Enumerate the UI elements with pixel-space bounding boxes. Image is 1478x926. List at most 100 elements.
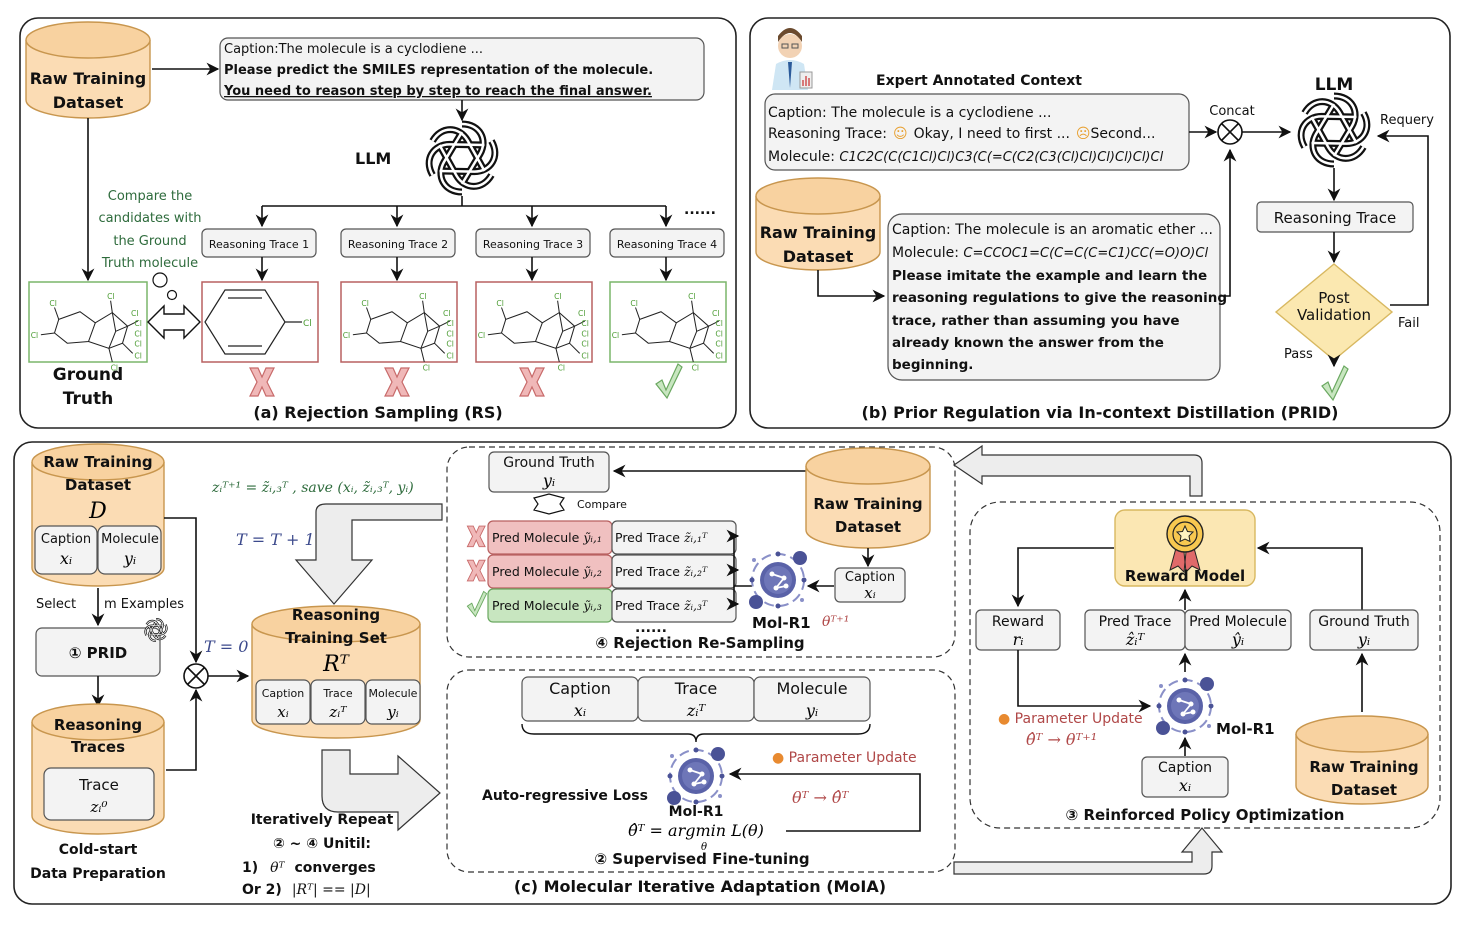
prompt-caption: Caption:The molecule is a cyclodiene ... xyxy=(224,42,483,57)
query-box: Caption: The molecule is an aromatic eth… xyxy=(887,213,1227,381)
raw-dataset-d: Raw Training Dataset D Caption xᵢ Molecu… xyxy=(31,443,165,587)
llm-label-a: LLM xyxy=(355,149,391,168)
mol-r1-label: Mol-R1 xyxy=(1216,720,1275,738)
svg-text:yᵢ: yᵢ xyxy=(123,549,136,568)
svg-text:Trace: Trace xyxy=(674,679,717,698)
arrow-query-to-concat xyxy=(1220,148,1237,297)
rrs-ellipsis: ...... xyxy=(635,620,667,636)
update-formula-rpo: θ̂ᵀ → θᵀ⁺¹ xyxy=(1026,730,1097,749)
svg-text:Pred Trace z̃ᵢ,₃ᵀ: Pred Trace z̃ᵢ,₃ᵀ xyxy=(615,598,708,613)
concat-label: Concat xyxy=(1209,104,1254,119)
svg-text:Caption: Caption xyxy=(1158,760,1212,776)
svg-text:Caption: Caption xyxy=(262,687,305,700)
candidate-molecule-2 xyxy=(340,281,458,373)
svg-text:Pred Trace z̃ᵢ,₁ᵀ: Pred Trace z̃ᵢ,₁ᵀ xyxy=(615,530,708,545)
svg-text:① PRID: ① PRID xyxy=(69,644,128,662)
mol-r1-label: Mol-R1 xyxy=(669,804,724,820)
svg-text:Pred Trace: Pred Trace xyxy=(1099,614,1172,630)
big-arrow-down xyxy=(294,503,443,605)
svg-text:candidates with: candidates with xyxy=(98,211,201,226)
concat-operator-icon xyxy=(183,663,209,689)
svg-text:Caption: Caption xyxy=(845,570,895,585)
svg-text:Post: Post xyxy=(1318,289,1350,307)
svg-text:yᵢ: yᵢ xyxy=(805,701,818,720)
t-zero-label: T = 0 xyxy=(204,637,248,656)
trace-box-2: Reasoning Trace 2 xyxy=(340,228,456,258)
t-increment-label: T = T + 1 xyxy=(236,530,315,549)
svg-text:Raw Training: Raw Training xyxy=(43,453,152,471)
svg-text:Reasoning Trace 4: Reasoning Trace 4 xyxy=(617,238,717,251)
svg-text:Caption: The molecule is a cyc: Caption: The molecule is a cyclodiene ..… xyxy=(768,105,1051,121)
prompt-box: Caption:The molecule is a cyclodiene ...… xyxy=(219,37,705,101)
svg-text:Reward Model: Reward Model xyxy=(1125,567,1245,585)
big-arrow-right xyxy=(321,749,441,832)
svg-text:Iteratively Repeat: Iteratively Repeat xyxy=(251,812,394,828)
dataset-label-line2: Dataset xyxy=(53,93,124,112)
prompt-instruction: Please predict the SMILES representation… xyxy=(224,63,653,78)
svg-text:Please imitate the example and: Please imitate the example and learn the xyxy=(892,268,1207,284)
svg-text:Pred Molecule ỹᵢ,₃: Pred Molecule ỹᵢ,₃ xyxy=(492,598,602,613)
svg-text:reasoning regulations to give: reasoning regulations to give the reason… xyxy=(892,290,1227,306)
svg-text:zᵢᵀ: zᵢᵀ xyxy=(328,703,347,721)
svg-text:Dataset: Dataset xyxy=(835,518,901,536)
svg-text:the Ground: the Ground xyxy=(113,234,186,249)
svg-text:Raw Training: Raw Training xyxy=(760,223,877,242)
select-label: Select xyxy=(36,597,76,612)
reasoning-training-set: Reasoning Training Set Rᵀ Caption xᵢ Tra… xyxy=(251,605,421,739)
reward-box: Reward rᵢ xyxy=(975,609,1061,651)
svg-text:Pred Molecule ỹᵢ,₂: Pred Molecule ỹᵢ,₂ xyxy=(492,564,602,579)
cold-start-line1: Cold-start xyxy=(59,842,138,858)
param-update-label: ● Parameter Update xyxy=(772,750,917,766)
trace-box-1: Reasoning Trace 1 xyxy=(201,228,317,258)
svg-text:Dataset: Dataset xyxy=(1331,781,1397,799)
expert-heading: Expert Annotated Context xyxy=(876,73,1082,89)
svg-text:D: D xyxy=(88,499,107,524)
svg-text:Rᵀ: Rᵀ xyxy=(322,652,351,677)
rpo-title: ③ Reinforced Policy Optimization xyxy=(1066,806,1345,824)
svg-text:beginning.: beginning. xyxy=(892,357,973,373)
panel-c-title: (c) Molecular Iterative Adaptation (MoIA… xyxy=(514,877,886,896)
pred-molecule-box: Pred Molecule ŷᵢ xyxy=(1184,609,1292,651)
svg-text:zᵢᵀ: zᵢᵀ xyxy=(686,701,707,720)
svg-text:Reasoning: Reasoning xyxy=(292,606,380,624)
svg-text:Truth molecule: Truth molecule xyxy=(101,256,198,271)
arrow-gt-to-rm xyxy=(1256,541,1363,610)
compare-note: Compare the candidates with the Ground T… xyxy=(98,189,201,271)
svg-text:already known the answer from: already known the answer from the xyxy=(892,335,1164,351)
post-validation-diamond: Post Validation xyxy=(1274,263,1394,361)
llm-label-b: LLM xyxy=(1315,75,1354,95)
svg-text:Caption: Caption xyxy=(41,532,91,547)
svg-text:zᵢ⁰: zᵢ⁰ xyxy=(90,798,108,816)
svg-text:Molecule: C=CCOC1=C(C=C(C=C1)C: Molecule: C=CCOC1=C(C=C(C=C1)CC(=O)O)Cl xyxy=(892,245,1208,261)
rrs-row-3: Pred Molecule ỹᵢ,₃ Pred Trace z̃ᵢ,₃ᵀ xyxy=(466,588,737,623)
svg-text:Reasoning Trace: Reasoning Trace xyxy=(1274,209,1396,227)
expert-avatar-icon xyxy=(772,28,813,90)
compare-arrow-icon xyxy=(533,493,565,515)
prid-step-button: ① PRID xyxy=(35,627,161,677)
svg-text:xᵢ: xᵢ xyxy=(864,584,875,602)
pass-label: Pass xyxy=(1284,347,1313,362)
candidate-molecule-4 xyxy=(609,281,727,373)
svg-text:yᵢ: yᵢ xyxy=(542,471,555,490)
sft-title: ② Supervised Fine-tuning xyxy=(594,850,809,868)
loss-label: Auto-regressive Loss xyxy=(482,788,648,804)
svg-text:xᵢ: xᵢ xyxy=(60,549,72,568)
argmin-subscript: θ xyxy=(701,842,707,853)
dataset-label-line1: Raw Training xyxy=(30,69,147,88)
svg-text:xᵢ: xᵢ xyxy=(277,703,288,721)
big-arrow-up xyxy=(953,827,1224,875)
raw-dataset-cylinder-b: Raw Training Dataset xyxy=(755,177,881,271)
sft-region xyxy=(446,669,956,873)
trace-box-3: Reasoning Trace 3 xyxy=(475,228,591,258)
svg-text:Traces: Traces xyxy=(71,738,125,756)
arrow-d-to-concat xyxy=(164,517,203,664)
gt-box-rrs: Ground Truth yᵢ xyxy=(488,451,610,493)
arrow-dataset-to-query xyxy=(817,270,886,303)
gt-label-line2: Truth xyxy=(63,389,113,409)
svg-text:Molecule: Molecule xyxy=(101,532,159,547)
mol-r1-label: Mol-R1 xyxy=(752,614,811,632)
model-param-label: θᵀ⁺¹ xyxy=(822,614,849,630)
svg-text:Raw Training: Raw Training xyxy=(1309,758,1418,776)
